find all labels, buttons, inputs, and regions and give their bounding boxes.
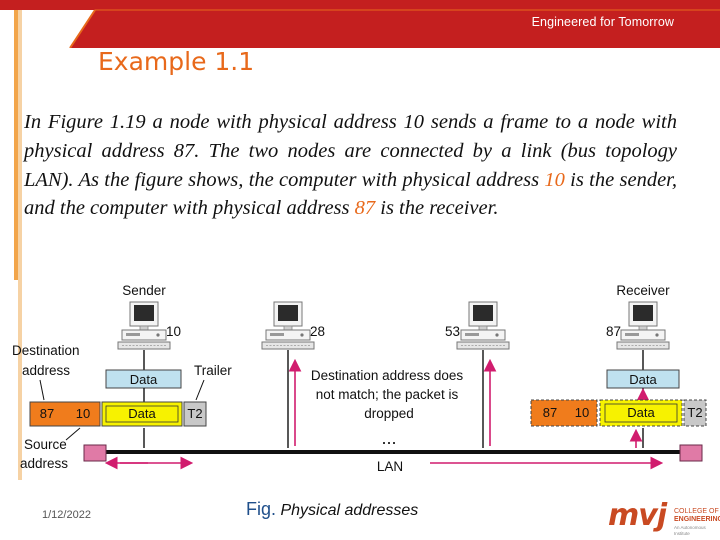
header-tagline: Engineered for Tomorrow [531, 15, 674, 29]
caption-text: Physical addresses [276, 502, 419, 519]
destination-pointer [39, 379, 45, 401]
node-address-87: 87 [606, 324, 621, 339]
physical-address-figure: Sender Receiver 10 28 53 87 Data 87 10 D… [12, 283, 707, 474]
logo-mvj-text: mvj [608, 498, 667, 533]
sender-frame-dest: 87 [40, 406, 54, 421]
caption-prefix: Fig. [246, 499, 277, 519]
figure-caption: Fig. Physical addresses [246, 499, 418, 520]
mismatch-note-line3: dropped [364, 406, 414, 421]
source-address-label-line2: address [20, 456, 68, 471]
receiver-frame-src: 10 [575, 405, 589, 420]
node-address-10: 10 [166, 324, 181, 339]
slide-paragraph: In Figure 1.19 a node with physical addr… [24, 108, 677, 223]
mismatch-note-line1: Destination address does [311, 368, 464, 383]
receiver-frame-trailer [683, 399, 707, 427]
header-bar [0, 0, 720, 48]
destination-address-label-line1: Destination [12, 343, 80, 358]
node-address-28: 28 [310, 324, 325, 339]
logo-line1: COLLEGE OF [674, 508, 719, 515]
ellipsis: ... [381, 428, 396, 448]
slide-date: 1/12/2022 [42, 509, 91, 521]
bus-terminator-left [83, 444, 107, 462]
slide-title: Example 1.1 [98, 47, 255, 76]
paragraph-part-2: is the sender, and the computer with phy… [24, 168, 677, 220]
trailer-label: Trailer [194, 363, 232, 378]
trailer-pointer [195, 379, 205, 401]
college-logo: mvj COLLEGE OF ENGINEERING An Autonomous… [608, 498, 720, 540]
sender-frame-trailer-label: T2 [187, 406, 202, 421]
sender-address-highlight: 10 [544, 168, 565, 191]
computer-icon-28 [261, 301, 315, 350]
destination-address-label-line2: address [22, 363, 70, 378]
computer-icon-53 [456, 301, 510, 350]
logo-line2: ENGINEERING [674, 516, 720, 523]
sender-label: Sender [122, 283, 166, 298]
receiver-address-highlight: 87 [354, 197, 376, 220]
receiver-frame-data-label: Data [627, 405, 655, 420]
receiver-frame-header [530, 399, 598, 427]
source-pointer [65, 427, 81, 441]
mismatch-note-line2: not match; the packet is [316, 387, 459, 402]
sender-frame-src: 10 [76, 406, 90, 421]
logo-line3: An Autonomous Institute [674, 525, 706, 536]
node-address-53: 53 [445, 324, 460, 339]
sender-frame-trailer [183, 401, 207, 427]
receiver-label: Receiver [616, 283, 670, 298]
sender-data-label: Data [130, 372, 158, 387]
bus-terminator-right [679, 444, 703, 462]
receiver-data-label: Data [629, 372, 657, 387]
source-address-label-line1: Source [24, 437, 67, 452]
sender-frame-data-label: Data [128, 406, 156, 421]
paragraph-part-3: is the receiver. [375, 197, 499, 220]
computer-icon-sender [117, 301, 171, 350]
lan-label: LAN [377, 459, 403, 474]
left-accent-bar [14, 10, 22, 480]
receiver-frame-dest: 87 [543, 405, 557, 420]
sender-frame-header [29, 401, 101, 427]
paragraph-part-1: In Figure 1.19 a node with physical addr… [24, 111, 677, 191]
receiver-frame-trailer-label: T2 [687, 405, 702, 420]
computer-icon-receiver [616, 301, 670, 350]
receiver-up-arrow [637, 388, 649, 400]
